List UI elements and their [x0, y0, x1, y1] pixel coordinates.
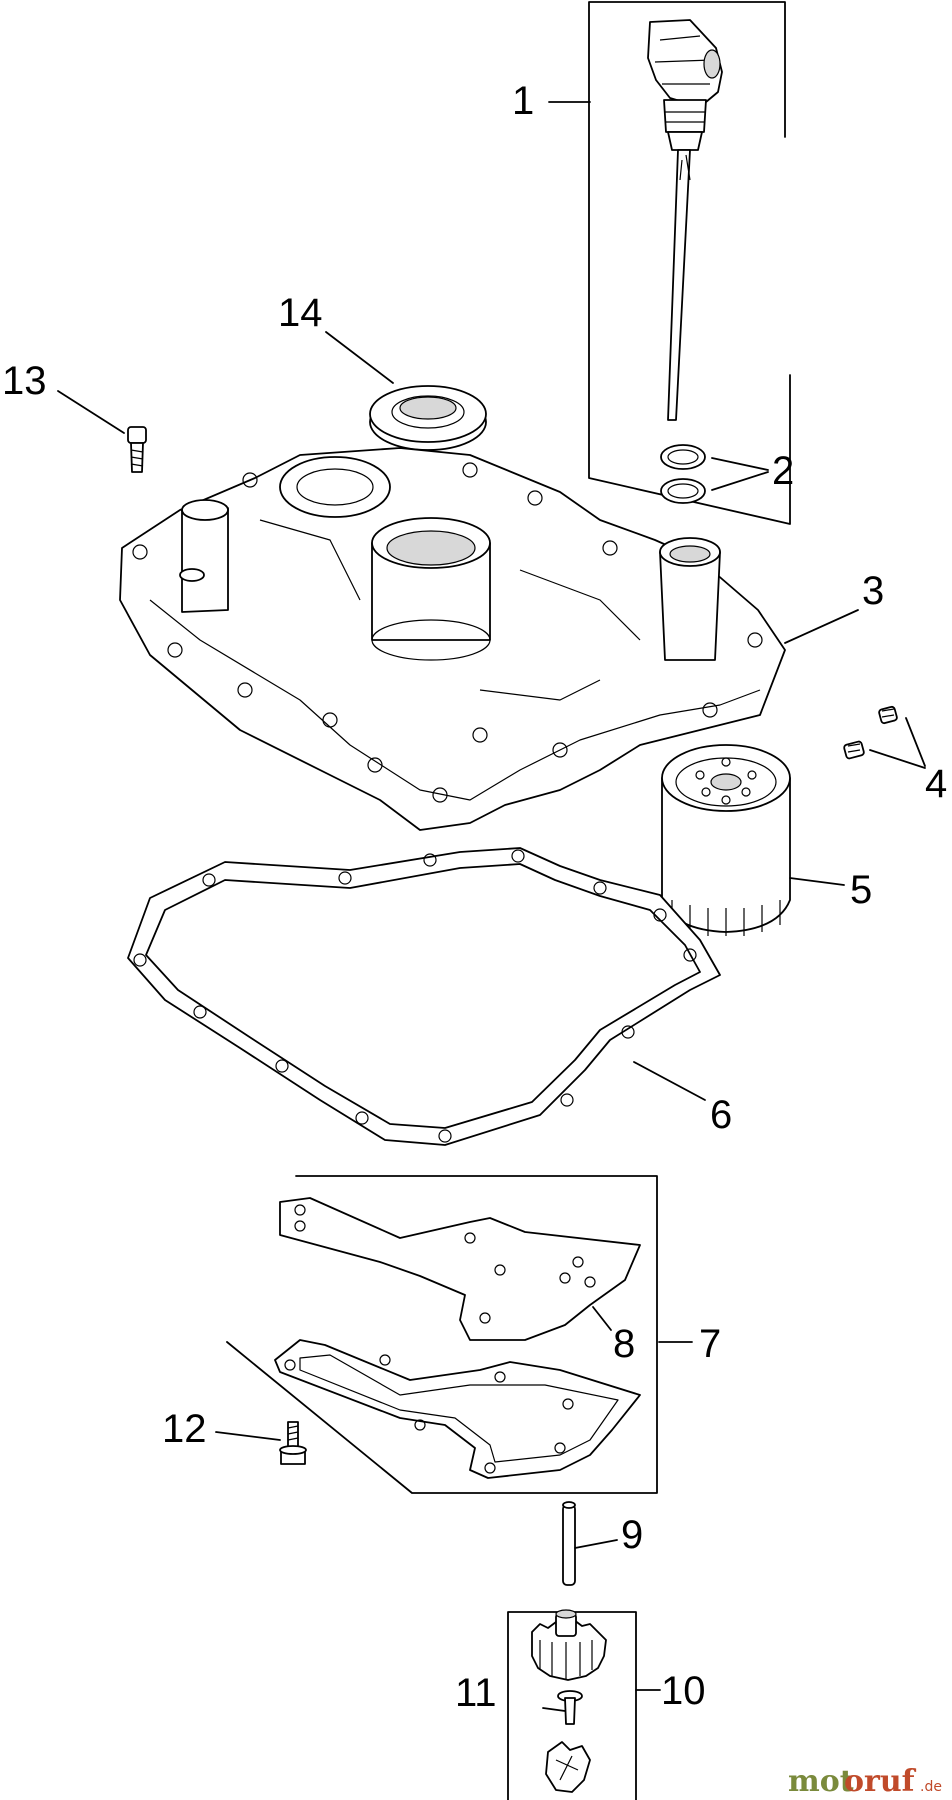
pin-9 [562, 1501, 576, 1586]
callout-1: 1 [512, 79, 534, 123]
rivet-11 [557, 1690, 583, 1725]
callout-2: 2 [772, 449, 794, 493]
kit-bracket-7 [226, 1175, 658, 1494]
watermark-part2: oruf [844, 1764, 917, 1799]
gasket [127, 847, 721, 1146]
oil-seal [369, 385, 487, 451]
dipstick-assembly [588, 1, 791, 525]
o-rings [660, 444, 706, 504]
callout-7: 7 [699, 1322, 721, 1366]
pump-gear [531, 1609, 607, 1681]
oil-filter [661, 744, 791, 936]
callout-12: 12 [162, 1407, 207, 1451]
callout-14: 14 [278, 291, 323, 335]
callout-labels: 1 2 3 4 5 6 7 8 9 10 11 12 13 14 [2, 79, 947, 1715]
bolt-12 [279, 1421, 307, 1465]
screw-13 [127, 426, 147, 473]
gasket-plate-upper [279, 1197, 641, 1341]
callout-3: 3 [862, 569, 884, 613]
motoruf-watermark-logo: mot oruf .de [788, 1764, 942, 1799]
gasket-plate-lower [274, 1339, 641, 1479]
closure-plate [119, 447, 786, 831]
callout-4: 4 [925, 762, 947, 806]
fittings [843, 705, 898, 760]
callout-9: 9 [621, 1513, 643, 1557]
watermark-part1: mot [788, 1764, 854, 1799]
callout-8: 8 [613, 1322, 635, 1366]
callout-10: 10 [661, 1669, 706, 1713]
pump-rotor [545, 1741, 591, 1793]
leader-lines [57, 101, 926, 1712]
watermark-suffix: .de [920, 1779, 942, 1795]
callout-6: 6 [710, 1093, 732, 1137]
callout-5: 5 [850, 868, 872, 912]
callout-11: 11 [455, 1671, 497, 1715]
callout-13: 13 [2, 359, 47, 403]
